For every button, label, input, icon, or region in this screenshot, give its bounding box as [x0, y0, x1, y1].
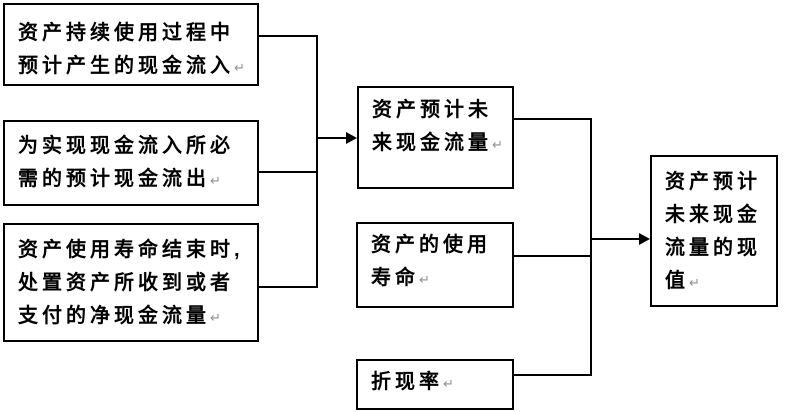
paragraph-return-icon: ↵ — [210, 310, 221, 325]
paragraph-return-icon: ↵ — [689, 275, 700, 290]
box-disposal-net-cashflow: 资产使用寿命结束时, 处置资产所收到或者 支付的净现金流量↵ — [3, 223, 259, 342]
connector-discountrate-to-junction — [513, 374, 591, 376]
box-discount-rate: 折现率↵ — [356, 359, 514, 410]
paragraph-return-icon: ↵ — [419, 272, 430, 287]
box-present-value: 资产预计 未来现金 流量的现 值↵ — [650, 155, 778, 307]
box-required-cash-outflow: 为实现现金流入所必 需的预计现金流出↵ — [3, 120, 259, 206]
paragraph-return-icon: ↵ — [234, 60, 245, 75]
arrow-shaft-to-present-value — [592, 238, 639, 240]
connector-usefullife-to-junction — [513, 255, 591, 257]
junction-vertical-right — [590, 118, 592, 376]
box-asset-useful-life: 资产的使用 寿命↵ — [356, 222, 514, 308]
arrowhead-icon — [639, 233, 650, 245]
connector-inflow-to-junction — [259, 35, 317, 37]
connector-cashflow-to-junction — [513, 118, 591, 120]
box-expected-cash-inflow: 资产持续使用过程中 预计产生的现金流入↵ — [3, 3, 259, 86]
paragraph-return-icon: ↵ — [210, 173, 221, 188]
junction-vertical-left — [316, 35, 318, 288]
box-text: 资产预计 未来现金 流量的现 值 — [665, 171, 761, 292]
box-text: 资产的使用 寿命 — [371, 234, 491, 289]
box-text: 为实现现金流入所必 需的预计现金流出 — [18, 135, 234, 190]
connector-disposal-to-junction — [259, 286, 317, 288]
arrow-shaft-to-future-cashflow — [318, 137, 346, 139]
box-text: 资产使用寿命结束时, 处置资产所收到或者 支付的净现金流量 — [18, 239, 244, 327]
box-text: 资产预计未 来现金流量 — [372, 99, 492, 154]
box-text: 资产持续使用过程中 预计产生的现金流入 — [18, 22, 234, 77]
paragraph-return-icon: ↵ — [492, 137, 503, 152]
paragraph-return-icon: ↵ — [443, 376, 454, 391]
box-text: 折现率 — [371, 371, 443, 393]
connector-outflow-to-junction — [259, 171, 317, 173]
arrowhead-icon — [346, 132, 357, 144]
box-expected-future-cashflow: 资产预计未 来现金流量↵ — [357, 86, 514, 189]
